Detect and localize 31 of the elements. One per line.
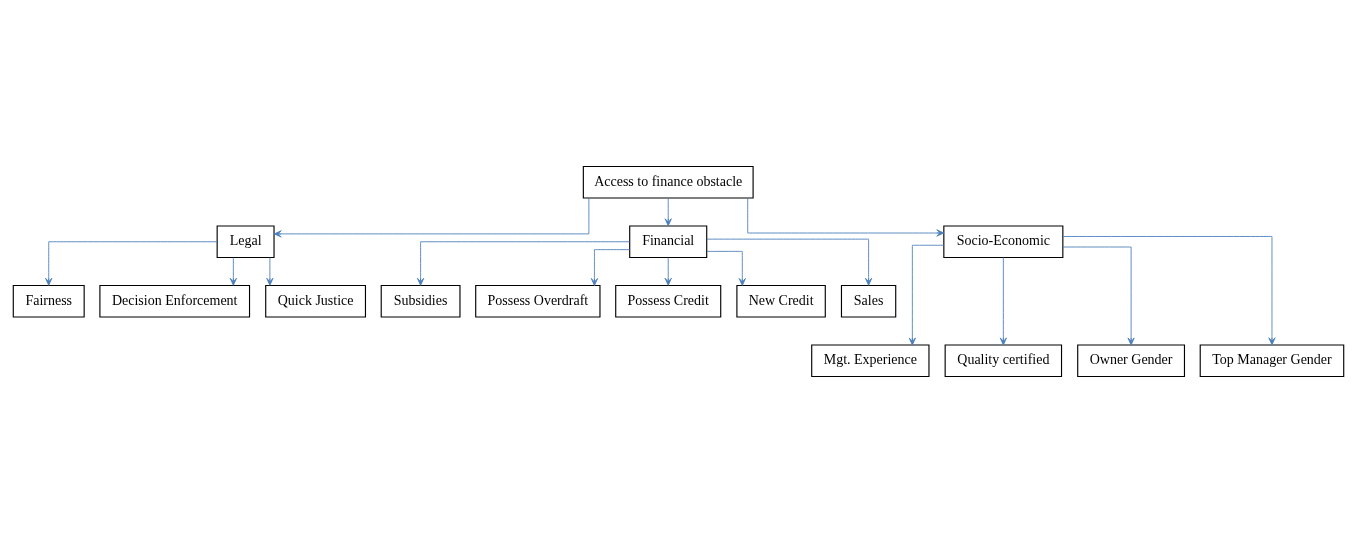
node-box: Fairness: [12, 284, 85, 318]
node-box: New Credit: [736, 284, 826, 318]
node-box: Quality certified: [944, 343, 1063, 377]
node-box: Legal: [216, 224, 275, 258]
arrow: [229, 256, 237, 286]
arrow: [664, 197, 672, 226]
arrow: [1062, 235, 1276, 345]
node-box: Decision Enforcement: [99, 284, 251, 318]
arrow: [417, 240, 630, 286]
arrow: [45, 240, 218, 286]
node-box: Owner Gender: [1077, 343, 1186, 377]
arrow: [706, 238, 873, 286]
node-box: Sales: [840, 284, 897, 318]
arrow: [999, 256, 1007, 345]
arrow: [706, 250, 746, 286]
node-box: Possess Overdraft: [475, 284, 601, 318]
arrow: [908, 244, 945, 345]
arrow: [1062, 246, 1135, 345]
arrow: [273, 197, 590, 237]
node-box: Access to finance obstacle: [582, 165, 754, 199]
node-box: Possess Credit: [615, 284, 722, 318]
arrow: [266, 256, 274, 286]
node-box: Socio-Economic: [943, 224, 1064, 258]
arrow: [747, 197, 945, 237]
node-box: Financial: [629, 224, 708, 258]
arrow: [590, 248, 631, 286]
node-box: Quick Justice: [265, 284, 367, 318]
arrow: [664, 256, 672, 286]
node-box: Top Manager Gender: [1199, 343, 1345, 377]
node-box: Subsidies: [380, 284, 461, 318]
node-box: Mgt. Experience: [811, 343, 930, 377]
